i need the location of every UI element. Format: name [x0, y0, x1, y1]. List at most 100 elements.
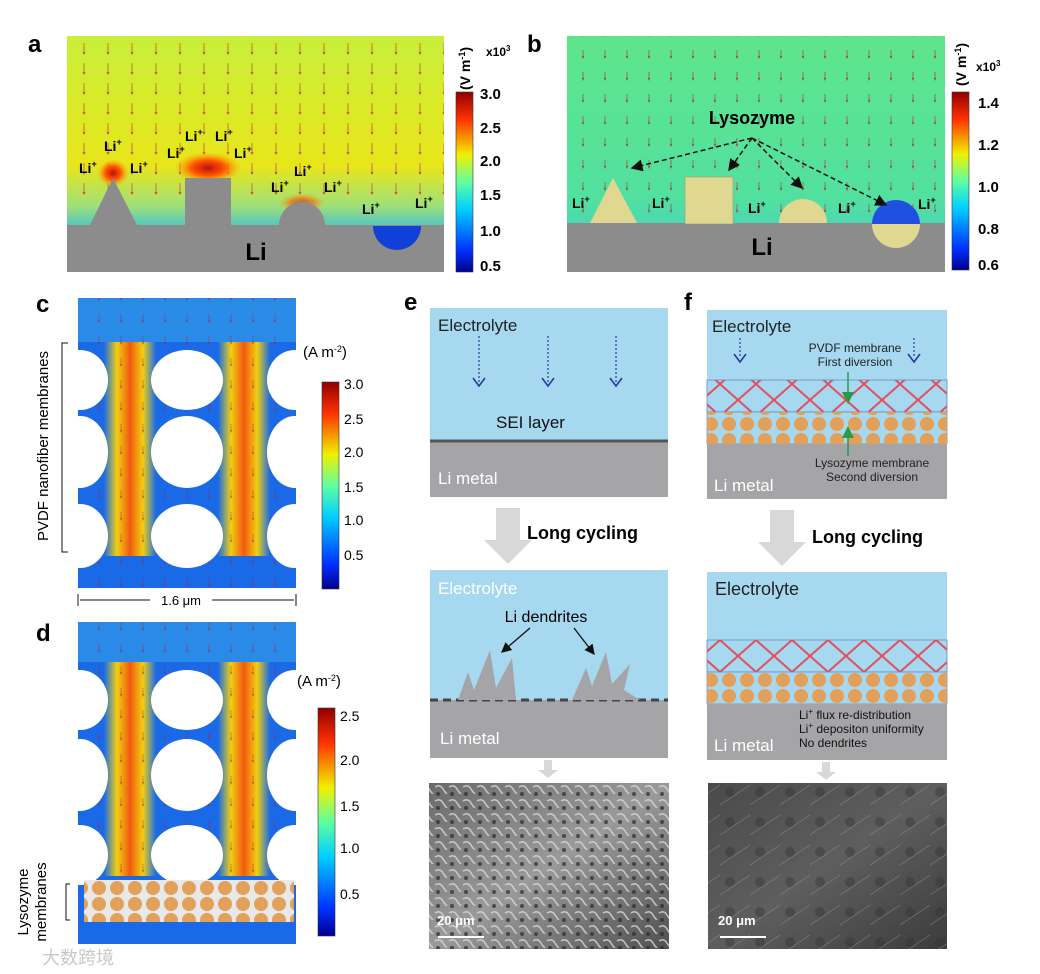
electrolyte-label-bottom-f: Electrolyte [715, 579, 799, 599]
dendrite-left [458, 650, 516, 700]
tick-label: 1.5 [480, 187, 501, 204]
panel-label-d: d [36, 620, 51, 647]
dome-protrusion [279, 202, 325, 225]
side-label-d2: membranes [33, 862, 50, 941]
panel-c: c PVDF nanofiber membranes 1.6 μm (A m-2… [35, 291, 364, 608]
ion-label: Li+ [79, 159, 97, 176]
tick-label: 0.5 [480, 258, 501, 275]
tick-label: 0.6 [978, 257, 999, 274]
colorbar-unit-a: (V m-1) [457, 47, 473, 90]
ion-label: Li+ [215, 127, 233, 144]
fiber-voids-d [52, 670, 323, 885]
width-label-c: 1.6 μm [161, 593, 201, 608]
panel-a: a Li Li+ Li+ Li+ Li+ Li+ Li+ Li+ Li+ Li+… [28, 31, 511, 275]
field-arrows-b [567, 36, 945, 216]
metal-label-bottom-f: Li metal [714, 736, 774, 755]
tick-label: 1.0 [978, 179, 999, 196]
tick-label: 0.8 [978, 221, 999, 238]
hotspot-cone [97, 159, 129, 187]
pvdf-label-1: PVDF membrane [809, 341, 902, 355]
ion-label: Li+ [294, 162, 312, 179]
electrolyte-top-f [707, 310, 947, 380]
note-line-3: No dendrites [799, 736, 867, 750]
cycling-arrow-e [484, 508, 532, 564]
hotspot-block [174, 152, 242, 184]
ion-labels-b: Li+ Li+ Li+ Li+ Li+ [572, 194, 936, 216]
tick-label: 3.0 [480, 86, 501, 103]
scale-bar-label-e: 20 μm [437, 913, 475, 928]
electrolyte-label-top-f: Electrolyte [712, 317, 791, 336]
tick-label: 0.5 [344, 547, 364, 563]
tick-label: 1.0 [340, 840, 360, 856]
note-line-2: Li+ depositon uniformity [799, 721, 924, 736]
dendrite-label: Li dendrites [505, 609, 588, 626]
tick-label: 2.5 [340, 708, 360, 724]
tick-label: 3.0 [344, 376, 364, 392]
panel-label-b: b [527, 31, 542, 58]
scale-bar-label-f: 20 μm [718, 913, 756, 928]
colorbar-unit-b: (V m-1) [953, 43, 969, 86]
colorbar-b [951, 91, 970, 271]
tick-label: 1.2 [978, 137, 999, 154]
cycling-label-f: Long cycling [812, 527, 923, 547]
ion-label: Li+ [572, 194, 590, 211]
pvdf-label-2: First diversion [818, 355, 893, 369]
colorbar-exponent-b: x103 [976, 59, 1001, 74]
li-metal-bottom-e [430, 700, 668, 758]
tick-label: 2.5 [480, 120, 501, 137]
pit-a [373, 226, 421, 250]
panel-label-f: f [684, 289, 693, 316]
ion-label: Li+ [167, 144, 185, 161]
metal-label-top-f: Li metal [714, 476, 774, 495]
field-arrows-a [67, 36, 444, 196]
tick-label: 2.0 [344, 444, 364, 460]
fiber-voids-c [52, 350, 323, 568]
tick-label: 1.4 [978, 95, 1000, 112]
panel-label-e: e [404, 289, 417, 316]
outcome-notes-f: Li+ flux re-distribution Li+ depositon u… [799, 707, 924, 750]
dendrite-right [572, 652, 640, 700]
panel-e: e Electrolyte SEI layer Li metal Long cy… [404, 289, 669, 949]
sem-texture-f [708, 783, 947, 949]
lysozyme-cone [590, 178, 637, 223]
colorbar-ticks-c: 3.0 2.5 2.0 1.5 1.0 0.5 [344, 376, 364, 563]
colorbar-d [317, 707, 336, 937]
electrolyte-top-e [430, 308, 668, 441]
metal-label-top-e: Li metal [438, 469, 498, 488]
panel-f: f Electrolyte PVDF membrane First divers… [684, 289, 948, 949]
li-metal-top-f [707, 444, 947, 499]
ion-label: Li+ [415, 194, 433, 211]
ion-flux-heads-e [472, 377, 623, 388]
watermark: 大数跨境 [42, 948, 114, 968]
side-label-c: PVDF nanofiber membranes [35, 351, 52, 541]
colorbar-unit-c: (A m-2) [303, 344, 347, 361]
colorbar-ticks-b: 1.4 1.2 1.0 0.8 0.6 [978, 95, 1000, 274]
lysozyme-pit [872, 224, 920, 248]
tick-label: 1.5 [340, 798, 360, 814]
sem-texture-e [429, 783, 669, 949]
panel-label-a: a [28, 31, 42, 58]
ion-label: Li+ [271, 178, 289, 195]
colorbar-ticks-a: 3.0 2.5 2.0 1.5 1.0 0.5 [480, 86, 501, 275]
cycling-label-e: Long cycling [527, 523, 638, 543]
li-metal-bottom-f [707, 704, 947, 760]
cycling-arrow-f [758, 510, 806, 566]
li-metal-top-e [430, 441, 668, 497]
note-line-1: Li+ flux re-distribution [799, 707, 911, 722]
lysozyme-particles-d [84, 880, 294, 922]
tick-label: 2.0 [340, 752, 360, 768]
ion-label: Li+ [234, 144, 252, 161]
electrolyte-label-bottom-e: Electrolyte [438, 579, 517, 598]
tick-label: 1.0 [480, 223, 501, 240]
ion-label: Li+ [652, 194, 670, 211]
colorbar-unit-d: (A m-2) [297, 673, 341, 690]
ion-label: Li+ [918, 195, 936, 212]
blue-spot-b [872, 200, 920, 224]
colorbar-ticks-d: 2.5 2.0 1.5 1.0 0.5 [340, 708, 360, 902]
sei-label: SEI layer [496, 413, 565, 432]
colorbar-a [455, 91, 474, 273]
tick-label: 0.5 [340, 886, 360, 902]
side-label-d1: Lysozyme [15, 869, 32, 936]
colorbar-c [321, 381, 340, 590]
